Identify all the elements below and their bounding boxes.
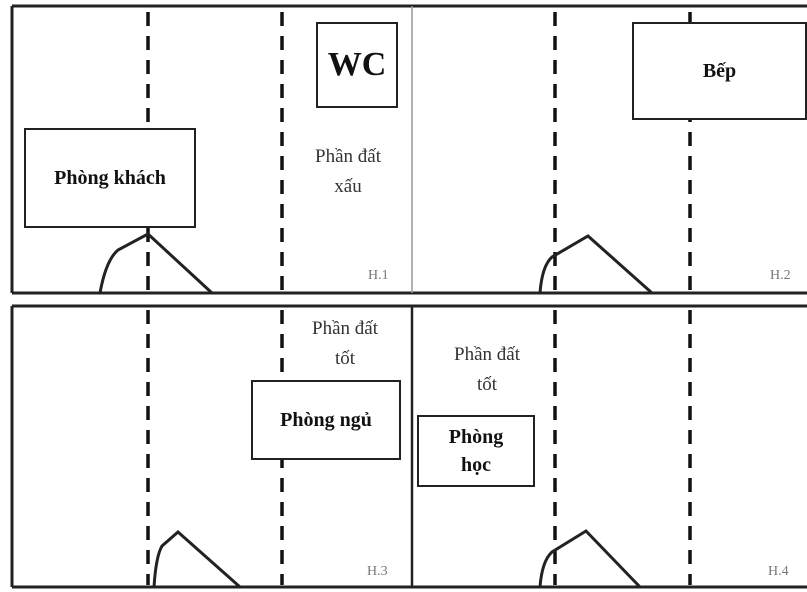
room-bep: Bếp xyxy=(632,22,807,120)
note-bad-land-line-1: Phần đất xyxy=(315,146,381,167)
entrance-shapes xyxy=(98,232,653,589)
note-good-land-h4-line-2: tốt xyxy=(476,374,498,395)
panel-label-h4: H.4 xyxy=(768,564,789,579)
room-phong-ngu-label: Phòng ngủ xyxy=(280,408,372,431)
room-bep-label: Bếp xyxy=(702,59,737,82)
room-wc: WC xyxy=(316,22,398,108)
note-good-land-h3-line-1: Phần đất xyxy=(312,318,378,339)
note-good-land-h4-line-1: Phần đất xyxy=(454,344,520,365)
panel-frames xyxy=(10,4,807,589)
note-good-land-h3-line-2: tốt xyxy=(334,348,356,369)
entrance-h1 xyxy=(98,232,214,295)
entrance-h2 xyxy=(538,234,653,295)
panel-label-h3: H.3 xyxy=(367,564,388,579)
panel-label-h2: H.2 xyxy=(770,268,791,283)
entrance-h4 xyxy=(538,529,642,589)
note-bad-land-line-2: xấu xyxy=(334,176,362,197)
note-good-land-h4: Phần đất tốt xyxy=(427,340,547,400)
room-phong-khach: Phòng khách xyxy=(24,128,196,228)
note-good-land-h3: Phần đất tốt xyxy=(285,314,405,374)
room-phong-hoc-label-2: học xyxy=(461,454,491,476)
note-bad-land: Phần đất xấu xyxy=(288,142,408,202)
entrance-h3 xyxy=(152,530,241,589)
room-phong-ngu: Phòng ngủ xyxy=(251,380,401,460)
room-phong-hoc: Phòng học xyxy=(417,415,535,487)
panel-label-h1: H.1 xyxy=(368,268,389,283)
room-phong-hoc-label-1: Phòng xyxy=(448,426,504,448)
room-wc-label: WC xyxy=(327,46,387,83)
dashed-lines xyxy=(146,12,692,585)
room-phong-khach-label: Phòng khách xyxy=(54,166,166,189)
